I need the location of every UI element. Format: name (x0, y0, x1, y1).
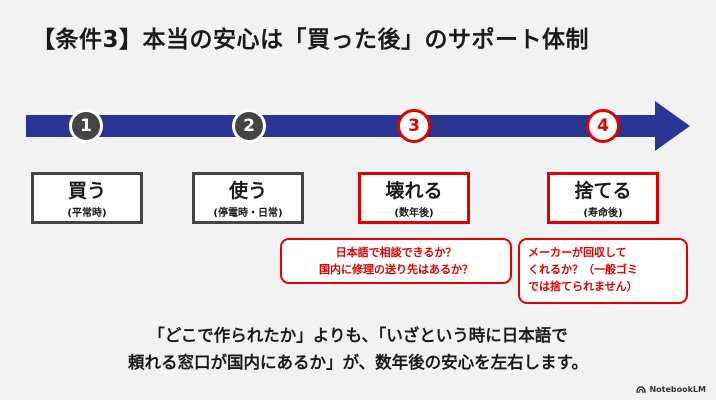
question-line: メーカーが回収して (528, 246, 627, 259)
notebooklm-logo-icon (636, 385, 647, 393)
question-box-disposal: メーカーが回収して くれるか？（一般ゴミ では捨てられません） (518, 238, 688, 304)
step-2-number: 2 (232, 109, 266, 143)
step-2-sub: (停電時・日常) (213, 208, 283, 219)
conclusion-line-1: 「どこで作られたか」よりも、「いざという時に日本語で (148, 326, 568, 345)
question-line: 国内に修理の送り先はあるか？ (319, 263, 473, 276)
step-1-label: 買う (67, 180, 106, 202)
conclusion-line-2: 頼れる窓口が国内にあるか」が、数年後の安心を左右します。 (127, 353, 589, 372)
step-3-sub: (数年後) (394, 208, 434, 219)
step-3-card: 壊れる (数年後) (358, 172, 470, 224)
step-1-number: 1 (69, 109, 103, 143)
step-2-card: 使う (停電時・日常) (192, 172, 304, 224)
step-4-sub: (寿命後) (583, 208, 623, 219)
step-1-card: 買う (平常時) (31, 172, 143, 224)
conclusion-text: 「どこで作られたか」よりも、「いざという時に日本語で 頼れる窓口が国内にあるか」… (0, 322, 716, 376)
step-2-label: 使う (228, 180, 267, 202)
question-box-repair: 日本語で相談できるか？ 国内に修理の送り先はあるか？ (280, 238, 512, 284)
brand-label: NotebookLM (649, 385, 706, 394)
brand-watermark: NotebookLM (636, 385, 706, 394)
step-3-number: 3 (397, 109, 431, 143)
question-line: 日本語で相談できるか？ (335, 246, 457, 259)
step-4-card: 捨てる (寿命後) (547, 172, 659, 224)
step-1-sub: (平常時) (67, 208, 107, 219)
step-4-label: 捨てる (574, 180, 632, 202)
step-3-label: 壊れる (385, 180, 443, 202)
question-line: では捨てられません） (528, 280, 638, 293)
step-4-number: 4 (586, 109, 620, 143)
question-line: くれるか？（一般ゴミ (528, 263, 638, 276)
page-title: 【条件3】本当の安心は「買った後」のサポート体制 (32, 27, 590, 53)
